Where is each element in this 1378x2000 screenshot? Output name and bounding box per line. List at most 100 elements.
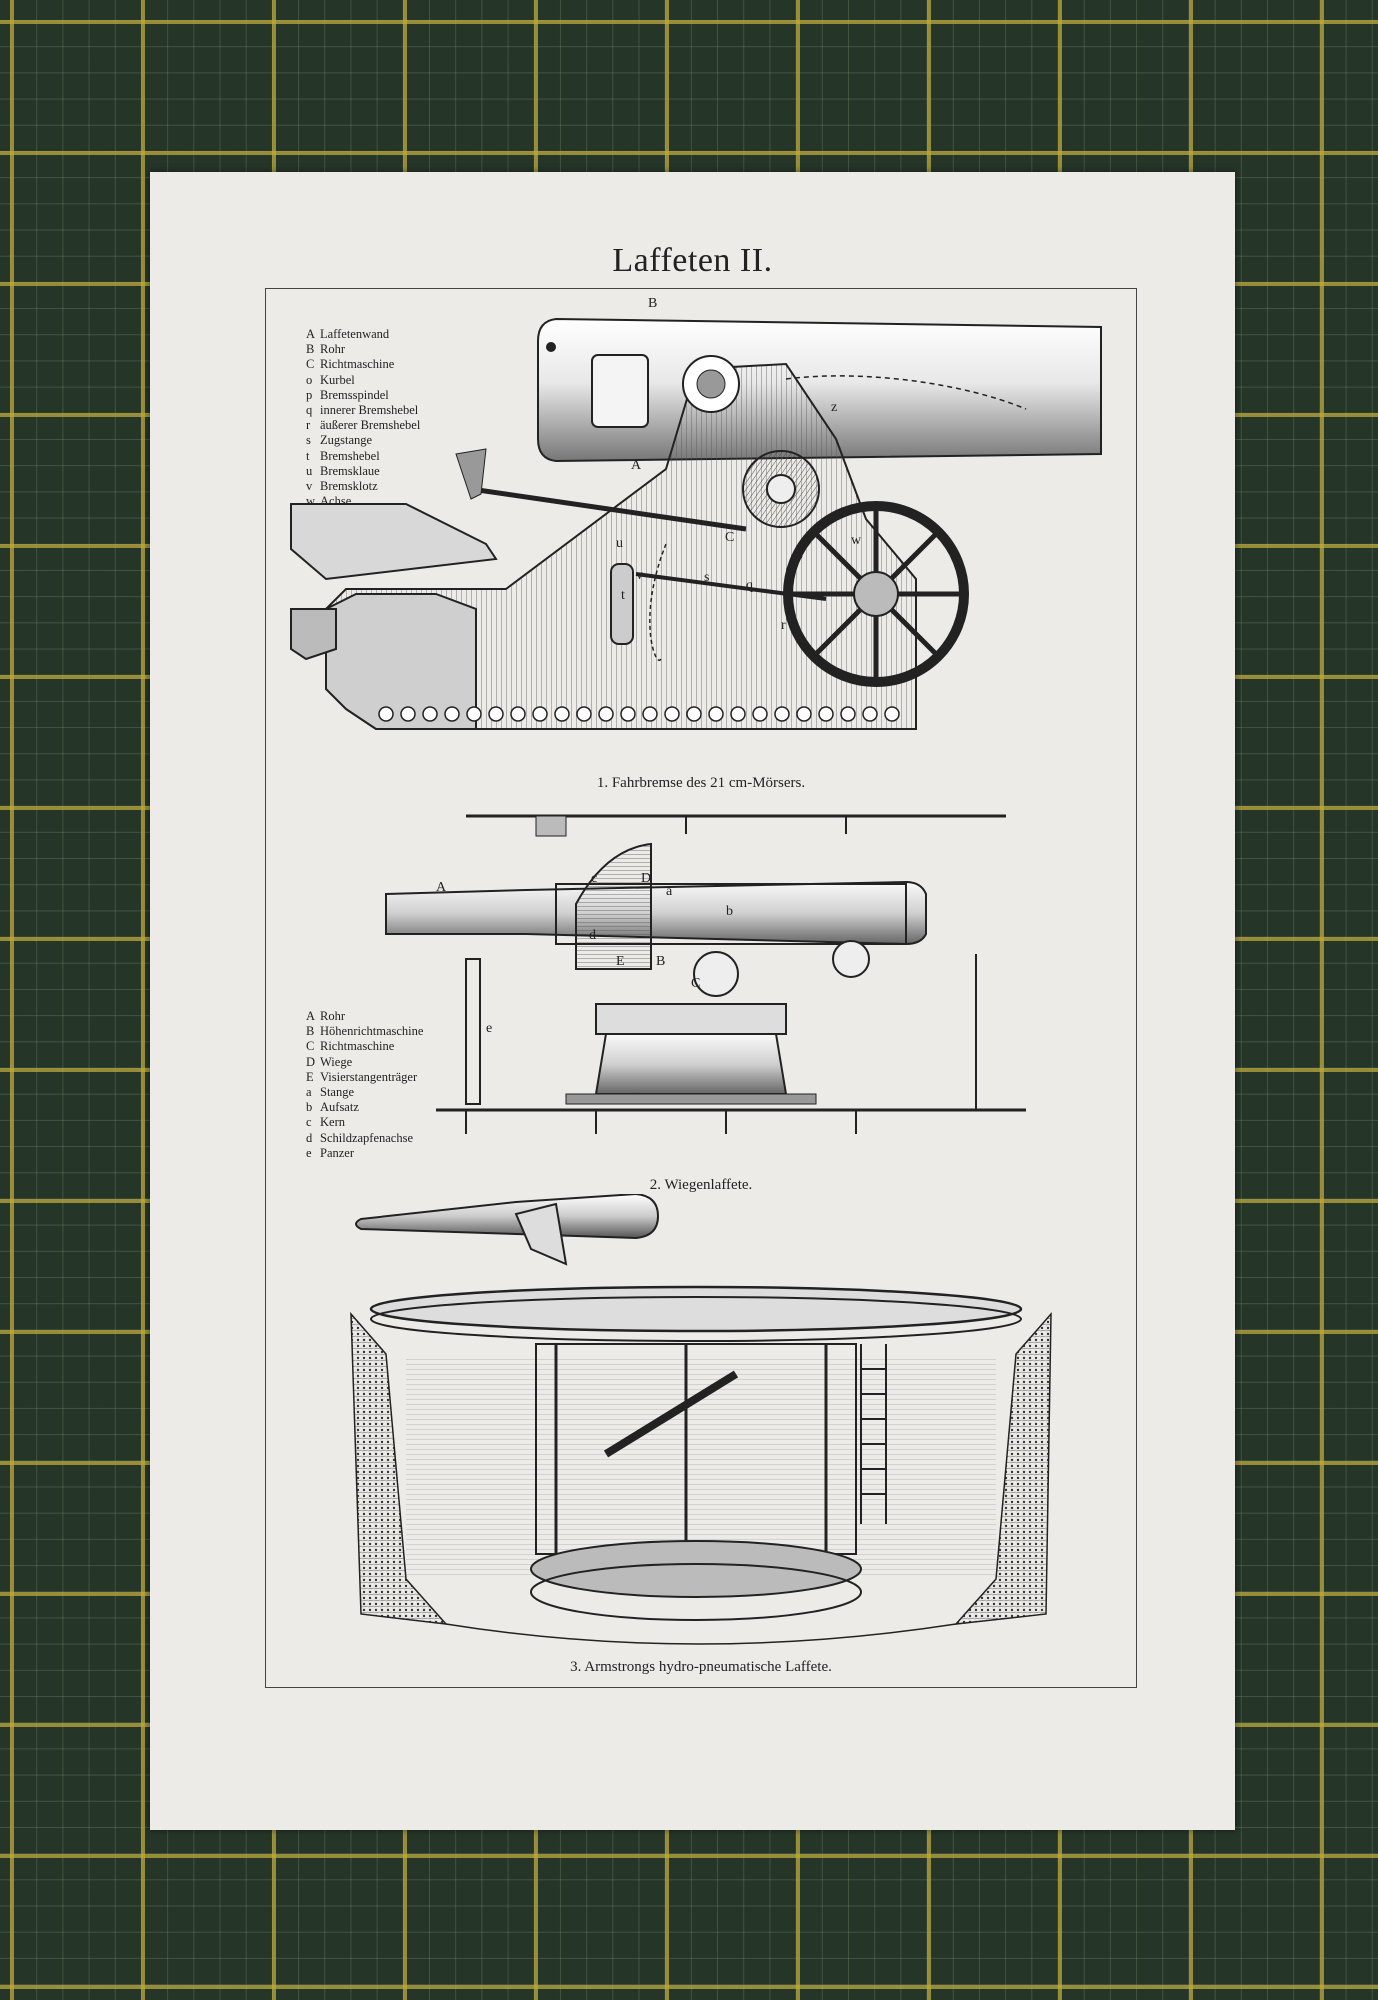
legend-text: Bremsspindel: [320, 387, 389, 402]
rivet: [708, 706, 724, 722]
plate-title: Laffeten II.: [612, 242, 773, 279]
legend-text: Bremsklaue: [320, 463, 380, 478]
fig1-label-u: u: [616, 536, 623, 551]
rivet: [598, 706, 614, 722]
legend-key: w: [306, 494, 316, 509]
figure3-armstrong-carriage-drawing: [350, 1194, 1052, 1645]
rivet: [422, 706, 438, 722]
rivet: [664, 706, 680, 722]
rivet: [554, 706, 570, 722]
fig2-label-C: C: [691, 976, 700, 991]
fig2-label-d: d: [589, 928, 596, 943]
legend-text: Bremshebel: [320, 448, 380, 463]
figure1-legend-item: o Kurbel: [306, 373, 420, 388]
rivet: [862, 706, 878, 722]
fig1-label-p: p: [796, 548, 803, 563]
rivet: [466, 706, 482, 722]
rivet: [576, 706, 592, 722]
legend-key: o: [306, 372, 313, 387]
rivet: [730, 706, 746, 722]
rivet: [796, 706, 812, 722]
figure1-legend-item: A Laffetenwand: [306, 327, 420, 342]
legend-key: u: [306, 463, 313, 478]
legend-key: B: [306, 342, 315, 357]
rivet: [752, 706, 768, 722]
rivet: [378, 706, 394, 722]
legend-text: Aufsatz: [320, 1100, 359, 1115]
rivet: [400, 706, 416, 722]
legend-key: a: [306, 1085, 312, 1100]
legend-key: A: [306, 327, 316, 341]
legend-key: E: [306, 1069, 314, 1084]
legend-key: q: [306, 403, 313, 418]
fig2-label-D: D: [641, 871, 651, 886]
rivet: [774, 706, 790, 722]
legend-text: Höhenrichtmaschine: [320, 1024, 424, 1039]
rivet: [510, 706, 526, 722]
fig1-label-s: s: [704, 570, 709, 585]
legend-key: d: [306, 1130, 313, 1145]
legend-key: D: [306, 1054, 316, 1069]
figure1-legend-item: q innerer Bremshebel: [306, 403, 420, 418]
legend-text: Richtmaschine: [320, 357, 395, 372]
fig2-label-a: a: [666, 884, 673, 899]
fig2-label-c: c: [591, 871, 597, 886]
legend-text: Panzer: [320, 1145, 355, 1160]
fig1-label-r: r: [781, 618, 786, 633]
rivet: [488, 706, 504, 722]
legend-key: s: [306, 433, 311, 448]
figure1-legend-item: B Rohr: [306, 342, 420, 357]
rivet: [884, 706, 900, 722]
rivet: [620, 706, 636, 722]
figure1-legend-item: u Bremsklaue: [306, 464, 420, 479]
legend-text: Wiege: [320, 1054, 353, 1069]
legend-key: C: [306, 1039, 315, 1054]
legend-text: Kern: [320, 1115, 345, 1130]
legend-text: äußerer Bremshebel: [320, 418, 421, 433]
legend-text: Richtmaschine: [320, 1039, 395, 1054]
legend-text: Laffetenwand: [320, 327, 390, 341]
legend-text: Stange: [320, 1085, 355, 1100]
legend-text: Rohr: [320, 1009, 345, 1023]
figure2-legend-item: b Aufsatz: [306, 1100, 423, 1115]
legend-text: Rohr: [320, 342, 345, 357]
rivet: [818, 706, 834, 722]
legend-key: p: [306, 387, 313, 402]
figure2-cradle-carriage-drawing: A B C D E a b c d e: [385, 814, 1026, 1134]
rivet: [532, 706, 548, 722]
legend-text: Kurbel: [320, 372, 355, 387]
legend-key: b: [306, 1100, 313, 1115]
rivet: [686, 706, 702, 722]
legend-text: Zugstange: [320, 433, 373, 448]
figure1-legend-item: s Zugstange: [306, 433, 420, 448]
fig1-label-B: B: [648, 296, 657, 311]
figure1-caption: 1. Fahrbremse des 21 cm-Mörsers.: [596, 775, 806, 791]
fig2-label-b: b: [726, 904, 733, 919]
fig1-label-t: t: [621, 588, 625, 603]
figure2-legend-item: c Kern: [306, 1115, 423, 1130]
fig2-label-A: A: [436, 880, 447, 895]
figure2-legend-item: D Wiege: [306, 1055, 423, 1070]
figure2-legend-item: a Stange: [306, 1085, 423, 1100]
legend-key: c: [306, 1115, 312, 1130]
figure1-legend-item: p Bremsspindel: [306, 388, 420, 403]
fig1-label-A: A: [631, 458, 642, 473]
fig2-label-B: B: [656, 954, 665, 969]
fig1-label-v: v: [636, 568, 643, 583]
legend-text: Schildzapfenachse: [320, 1130, 414, 1145]
figure3-caption: 3. Armstrongs hydro-pneumatische Laffete…: [570, 1659, 832, 1675]
figure1-mortar-drawing: B A C s t u v z p q r w: [290, 296, 1102, 730]
legend-text: innerer Bremshebel: [320, 403, 419, 418]
rivet: [642, 706, 658, 722]
fig1-label-C: C: [725, 530, 734, 545]
